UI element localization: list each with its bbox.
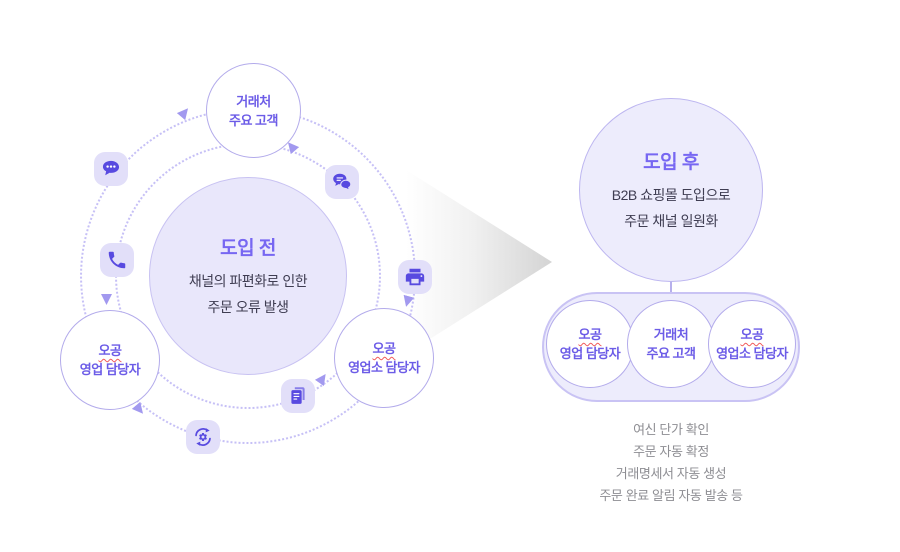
- member-label: 주요 고객: [646, 346, 696, 361]
- benefit-item: 거래명세서 자동 생성: [615, 466, 727, 481]
- after-desc-line2: 주문 채널 일원화: [624, 212, 718, 229]
- member-label: 영업 담당자: [559, 346, 621, 361]
- member-label: 영업소 담당자: [716, 346, 788, 361]
- connector-line: [670, 281, 672, 293]
- benefit-item: 주문 자동 확정: [633, 444, 709, 459]
- gear-sync-icon: [186, 420, 220, 454]
- benefit-item: 여신 단가 확인: [633, 422, 709, 437]
- phone-icon: [100, 243, 134, 277]
- member-branch-rep: 오공 영업소 담당자: [708, 300, 796, 388]
- member-label: 오공: [578, 327, 602, 342]
- document-icon: [281, 379, 315, 413]
- before-circle: 도입 전 채널의 파편화로 인한 주문 오류 발생: [149, 177, 347, 375]
- member-label: 오공: [740, 327, 764, 342]
- node-branch-rep: 오공 영업소 담당자: [334, 308, 434, 408]
- chat-dots-icon: [94, 152, 128, 186]
- member-sales-rep: 오공 영업 담당자: [546, 300, 634, 388]
- before-desc-line1: 채널의 파편화로 인한: [188, 272, 308, 289]
- benefits-list: 여신 단가 확인 주문 자동 확정 거래명세서 자동 생성 주문 완료 알림 자…: [521, 419, 821, 507]
- after-title: 도입 후: [643, 151, 699, 173]
- after-circle: 도입 후 B2B 쇼핑몰 도입으로 주문 채널 일원화: [579, 98, 763, 282]
- node-label: 거래처: [236, 93, 271, 109]
- node-label: 영업 담당자: [79, 362, 141, 377]
- before-title: 도입 전: [220, 237, 276, 259]
- node-client-customer: 거래처 주요 고객: [206, 63, 301, 158]
- node-label: 오공: [372, 341, 396, 356]
- after-desc-line1: B2B 쇼핑몰 도입으로: [611, 186, 731, 203]
- benefit-item: 주문 완료 알림 자동 발송 등: [599, 488, 743, 503]
- member-client-customer: 거래처 주요 고객: [627, 300, 715, 388]
- node-label: 오공: [98, 343, 122, 358]
- before-desc-line2: 주문 오류 발생: [207, 298, 289, 315]
- node-sales-rep: 오공 영업 담당자: [60, 310, 160, 410]
- printer-icon: [398, 260, 432, 294]
- node-label: 주요 고객: [229, 112, 278, 128]
- chat-double-icon: [325, 165, 359, 199]
- member-label: 거래처: [653, 327, 689, 342]
- node-label: 영업소 담당자: [348, 360, 420, 375]
